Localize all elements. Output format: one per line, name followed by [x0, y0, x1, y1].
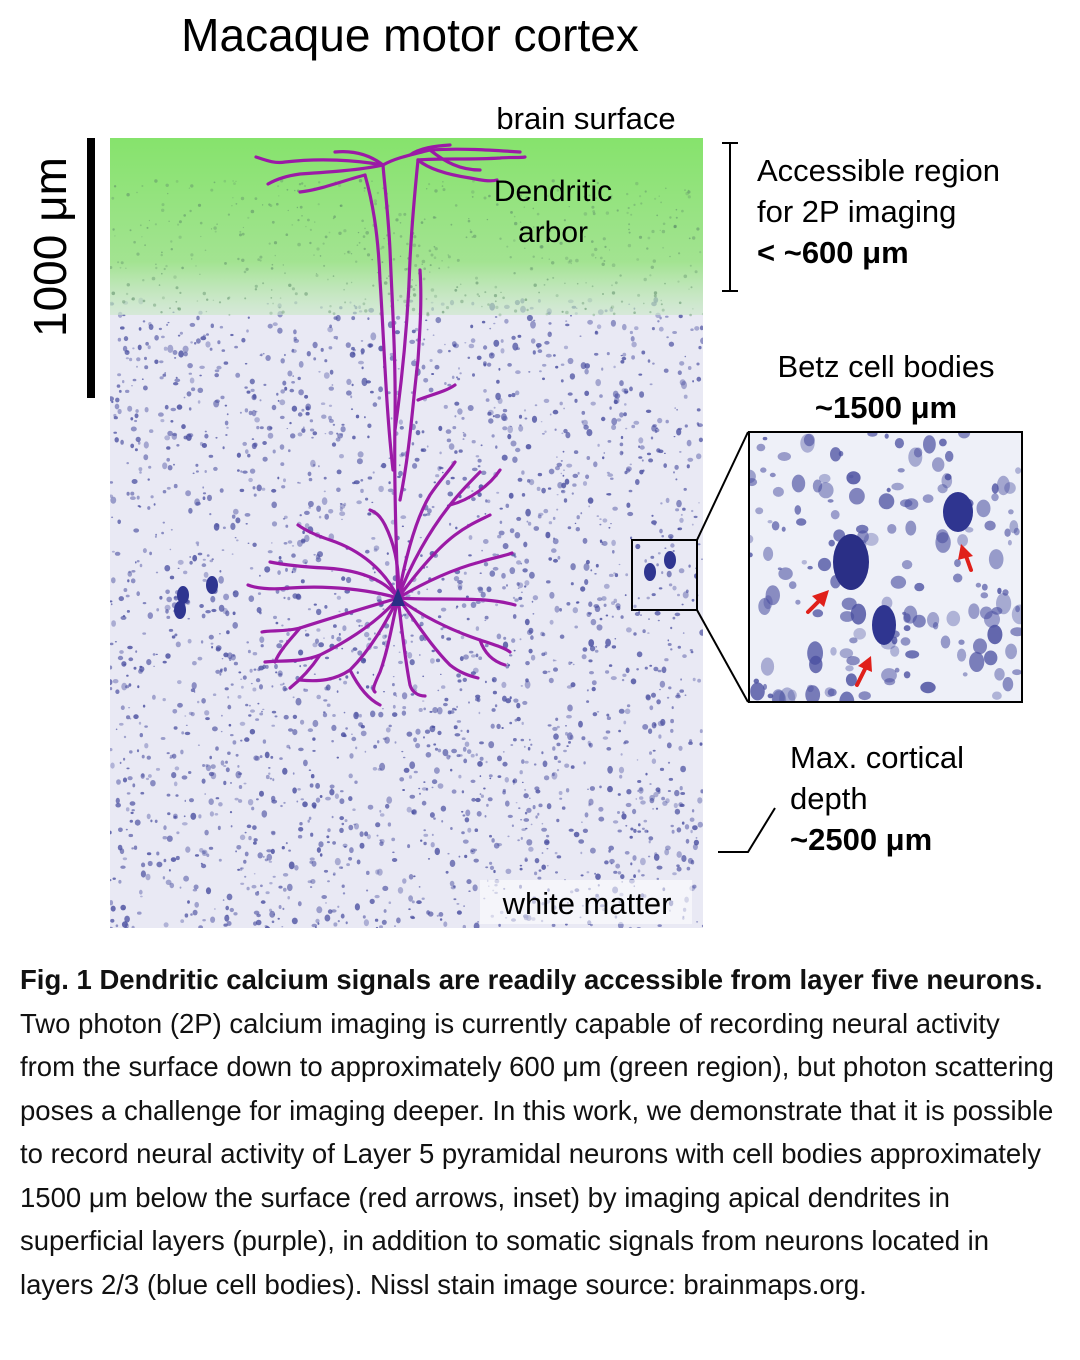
betz-cell	[943, 492, 973, 532]
accessible-region-line2: for 2P imaging	[757, 194, 956, 229]
red-arrows	[806, 544, 973, 687]
inset-source-box	[631, 539, 698, 611]
betz-depth: ~1500 μm	[815, 390, 957, 425]
green-accessible-region	[110, 138, 703, 315]
betz-label: Betz cell bodies	[777, 349, 994, 384]
betz-cell	[872, 605, 896, 645]
figure-caption: Fig. 1 Dendritic calcium signals are rea…	[20, 958, 1060, 1306]
neuron-soma	[391, 588, 405, 606]
inset-cells	[749, 432, 1022, 702]
accessible-region-depth: < ~600 μm	[757, 235, 909, 270]
nissl-cell-dots	[110, 297, 703, 928]
caption-text: Two photon (2P) calcium imaging is curre…	[20, 1007, 1054, 1300]
white-matter-label: white matter	[502, 886, 672, 921]
scale-bar	[87, 138, 95, 398]
accessible-region-line1: Accessible region	[757, 153, 1000, 188]
figure-title: Macaque motor cortex	[181, 9, 639, 61]
dendritic-arbor-label-1: Dendritic	[494, 175, 612, 208]
max-depth-marker	[718, 807, 776, 853]
accessible-region-bracket	[722, 142, 738, 292]
dendritic-arbor-label-2: arbor	[518, 216, 588, 249]
caption-label: Fig. 1 Dendritic calcium signals are rea…	[20, 964, 1043, 995]
max-depth-value: ~2500 μm	[790, 822, 932, 857]
max-depth-line2: depth	[790, 781, 868, 816]
brain-surface-label: brain surface	[496, 101, 675, 136]
betz-cell	[833, 534, 869, 590]
max-depth-line1: Max. cortical	[790, 740, 964, 775]
figure-graphic: brain surface Dendritic arbor white matt…	[87, 101, 1023, 928]
scale-bar-label: 1000 μm	[24, 157, 76, 337]
pyramidal-neuron	[246, 143, 527, 707]
